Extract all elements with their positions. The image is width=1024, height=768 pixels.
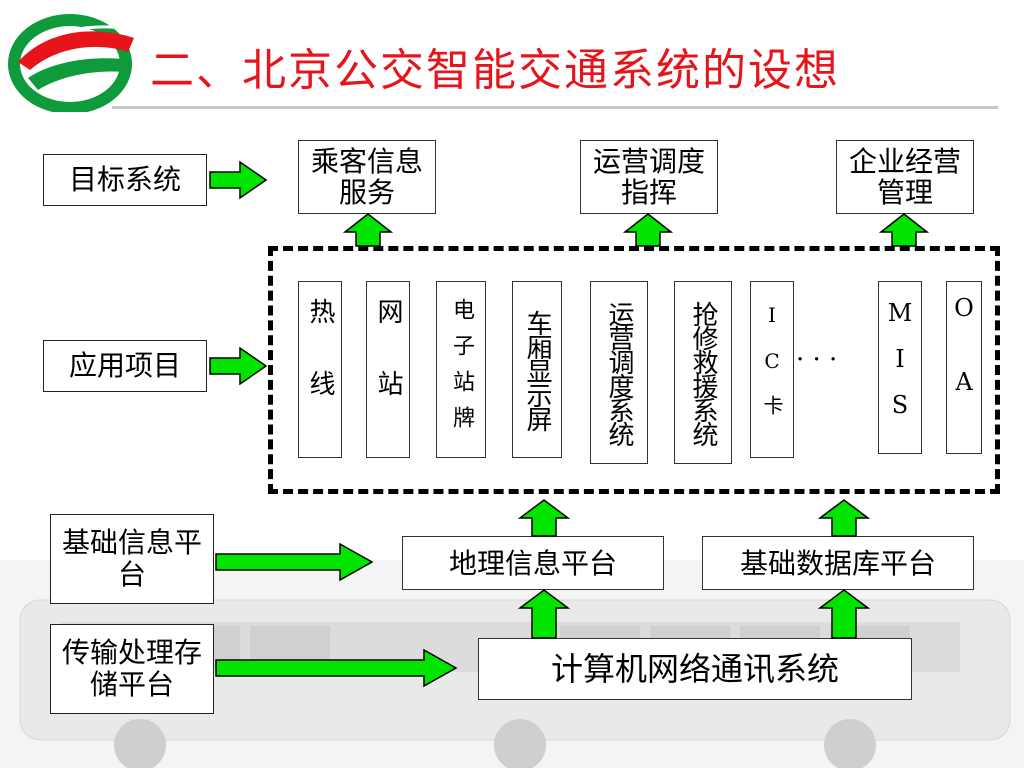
company-logo (8, 14, 134, 112)
arrow-right-app (209, 346, 268, 386)
label-transmission-platform-text: 传输处理存储平台 (61, 636, 202, 701)
label-basic-info-platform-text: 基础信息平台 (61, 526, 202, 591)
platform-gis-text: 地理信息平台 (448, 546, 617, 580)
arrow-right-basic-info (215, 542, 374, 582)
app-cabin-display-text: 车厢显示屏 (522, 309, 552, 430)
platform-network: 计算机网络通讯系统 (478, 638, 912, 700)
label-goal-system: 目标系统 (43, 154, 207, 206)
app-website: 网站 (366, 281, 410, 458)
title-divider (112, 106, 998, 109)
label-transmission-platform: 传输处理存储平台 (50, 624, 214, 714)
app-hotline-text: 热线 (305, 297, 335, 442)
app-e-stop-sign-text: 电子站牌 (449, 297, 474, 442)
goal-dispatch-text: 运营调度指挥 (592, 145, 705, 209)
platform-network-text: 计算机网络通讯系统 (550, 649, 839, 688)
app-dispatch-system-text: 运营调度系统 (604, 300, 634, 445)
label-basic-info-platform: 基础信息平台 (50, 514, 214, 604)
application-region-border (268, 246, 1000, 494)
label-app-projects: 应用项目 (43, 340, 207, 392)
app-hotline: 热线 (298, 281, 342, 458)
app-e-stop-sign: 电子站牌 (436, 281, 486, 458)
label-goal-system-text: 目标系统 (68, 163, 181, 196)
arrow-up-db-to-apps (817, 499, 871, 537)
platform-database: 基础数据库平台 (702, 536, 974, 590)
page-title: 二、北京公交智能交通系统的设想 (150, 45, 840, 96)
ellipsis-dots: · · · (796, 345, 838, 375)
app-rescue-system-text: 抢修救援系统 (688, 300, 718, 445)
app-oa-text: OA (950, 293, 978, 442)
arrow-up-enterprise (878, 213, 930, 247)
app-ic-card: IC卡 (750, 281, 794, 458)
label-app-projects-text: 应用项目 (68, 349, 181, 382)
app-ic-card-text: IC卡 (760, 302, 784, 437)
arrow-up-network-to-db (817, 589, 871, 639)
app-website-text: 网站 (373, 297, 403, 442)
arrow-up-gis-to-apps (517, 499, 571, 537)
app-mis-text: MIS (886, 298, 914, 437)
arrow-up-passenger-info (342, 213, 394, 247)
goal-dispatch: 运营调度指挥 (580, 140, 718, 214)
goal-enterprise-mgmt-text: 企业经营管理 (848, 145, 961, 209)
platform-database-text: 基础数据库平台 (739, 546, 936, 580)
app-cabin-display: 车厢显示屏 (512, 281, 562, 458)
arrow-right-goal (209, 160, 268, 200)
app-dispatch-system: 运营调度系统 (590, 281, 648, 464)
goal-passenger-info-text: 乘客信息服务 (310, 145, 423, 209)
app-rescue-system: 抢修救援系统 (674, 281, 732, 464)
goal-passenger-info: 乘客信息服务 (298, 140, 436, 214)
app-mis: MIS (878, 281, 922, 454)
arrow-up-dispatch (622, 213, 674, 247)
arrow-right-transmission (215, 648, 458, 688)
goal-enterprise-mgmt: 企业经营管理 (836, 140, 974, 214)
app-oa: OA (946, 281, 982, 454)
arrow-up-network-to-gis (517, 589, 571, 639)
